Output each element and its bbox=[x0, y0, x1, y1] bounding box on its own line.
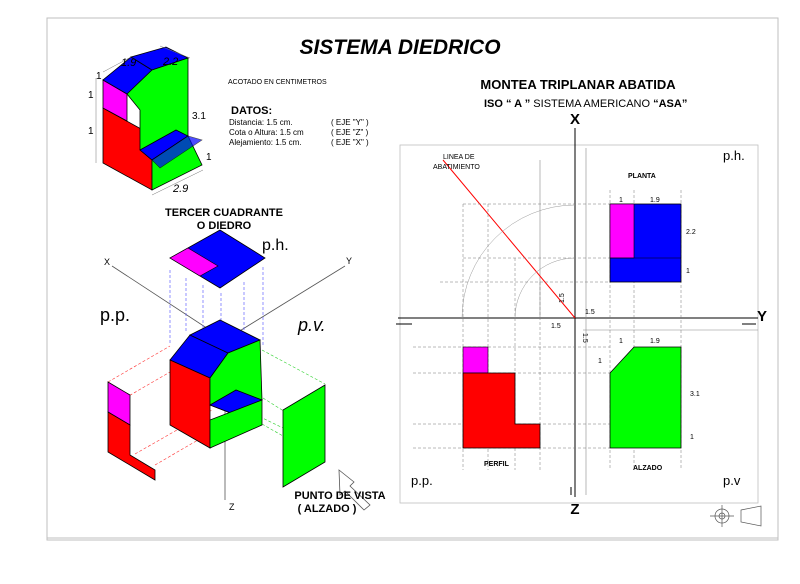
dim-bottom: 2.9 bbox=[172, 183, 188, 195]
punto-vista-2: ( ALZADO ) bbox=[298, 503, 357, 515]
sheet-border bbox=[46, 17, 779, 541]
ph-projection-blue bbox=[169, 229, 266, 289]
montea-ph: p.h. bbox=[723, 148, 745, 163]
perfil-magenta bbox=[462, 346, 489, 374]
offset-c: 1.5 bbox=[551, 323, 561, 330]
montea-axis-z: Z bbox=[570, 501, 579, 518]
linea-label-1: LINEA DE bbox=[443, 154, 475, 161]
planta-dim-h2: 1 bbox=[686, 268, 690, 275]
iso-model-dimensioned bbox=[95, 45, 204, 196]
linea-abatimiento bbox=[442, 159, 576, 319]
montea-axis-x: X bbox=[570, 111, 580, 128]
dim-left-3: 1 bbox=[88, 126, 94, 137]
dim-left-2: 1 bbox=[88, 90, 94, 101]
montea-pp: p.p. bbox=[411, 473, 433, 488]
planta-magenta bbox=[609, 203, 635, 259]
planta-dim-w2: 1.9 bbox=[650, 197, 660, 204]
dim-top: 1.9 bbox=[121, 57, 136, 69]
view-arrow-icon bbox=[338, 469, 371, 511]
axis-label-z-left: Z bbox=[229, 502, 235, 512]
quadrant-title-2: O DIEDRO bbox=[197, 220, 252, 232]
offset-b: 1.5 bbox=[585, 309, 595, 316]
alzado-dim-h1: 3.1 bbox=[690, 391, 700, 398]
datos-axis-1: ( EJE "Y" ) bbox=[331, 118, 369, 127]
montea-subtitle: ISO “ A ” SISTEMA AMERICANO “ASA” bbox=[484, 98, 687, 110]
dim-line-top-right bbox=[159, 45, 191, 59]
dim-left-1: 1 bbox=[96, 71, 102, 82]
perfil-red bbox=[462, 372, 541, 449]
abatimiento-arc-outer bbox=[461, 204, 576, 319]
label-pp-left: p.p. bbox=[100, 305, 130, 325]
dim-line-bottom bbox=[151, 169, 204, 196]
offset-a: 1.5 bbox=[559, 293, 566, 303]
quadrant-title-1: TERCER CUADRANTE bbox=[165, 207, 283, 219]
alzado-dim-w2: 1.9 bbox=[650, 338, 660, 345]
planta-dim-h1: 2.2 bbox=[686, 229, 696, 236]
alzado-dim-h2: 1 bbox=[690, 434, 694, 441]
punto-vista-1: PUNTO DE VISTA bbox=[294, 490, 385, 502]
linea-label-2: ABATIMIENTO bbox=[433, 164, 480, 171]
montea-frame bbox=[399, 144, 759, 504]
datos-axis-3: ( EJE "X" ) bbox=[331, 138, 369, 147]
montea-axis-ticks bbox=[396, 323, 756, 495]
montea-subtitle-iso: ISO “ A ” bbox=[484, 98, 530, 110]
label-pv-left: p.v. bbox=[297, 315, 326, 335]
first-angle-symbol-icon bbox=[710, 505, 762, 527]
ph-projection-magenta bbox=[169, 247, 219, 277]
pv-projection-green bbox=[282, 384, 326, 488]
montea-axis-y: Y bbox=[757, 308, 767, 325]
sheet-title: SISTEMA DIEDRICO bbox=[299, 36, 500, 59]
montea-subtitle-sistema: SISTEMA AMERICANO bbox=[530, 98, 653, 110]
alzado-dim-h0: 1 bbox=[598, 358, 602, 365]
perfil-label: PERFIL bbox=[484, 461, 510, 468]
axis-label-y-left: Y bbox=[346, 256, 352, 266]
montea-title: MONTEA TRIPLANAR ABATIDA bbox=[480, 77, 676, 92]
dim-line-top bbox=[102, 56, 132, 73]
datos-line-1: Distancia: 1.5 cm. bbox=[229, 118, 293, 127]
datos-axis-2: ( EJE "Z" ) bbox=[331, 128, 369, 137]
abatimiento-arc-inner bbox=[514, 257, 576, 319]
alzado-dim-w1: 1 bbox=[619, 338, 623, 345]
datos-line-2: Cota o Altura: 1.5 cm bbox=[229, 128, 304, 137]
planta-label: PLANTA bbox=[628, 173, 656, 180]
montea-subtitle-asa: “ASA” bbox=[653, 98, 687, 110]
axis-y-left bbox=[224, 265, 346, 341]
iso-step-top bbox=[151, 135, 203, 169]
montea-pv: p.v bbox=[723, 473, 741, 488]
dim-right-1: 1 bbox=[206, 152, 212, 163]
pp-projection-red bbox=[107, 411, 156, 481]
planta-dim-w1: 1 bbox=[619, 197, 623, 204]
alzado-label: ALZADO bbox=[633, 465, 663, 472]
solid-base-green bbox=[209, 399, 263, 449]
dim-top-right: 2.2 bbox=[162, 56, 178, 68]
axis-label-x-left: X bbox=[104, 257, 110, 267]
offset-d: 1.5 bbox=[581, 333, 588, 343]
datos-heading: DATOS: bbox=[231, 105, 272, 117]
dim-right-31: 3.1 bbox=[192, 111, 206, 122]
datos-line-3: Alejamiento: 1.5 cm. bbox=[229, 138, 301, 147]
acotado-note: ACOTADO EN CENTIMETROS bbox=[228, 79, 327, 86]
alzado-green bbox=[609, 346, 682, 449]
label-ph-left: p.h. bbox=[262, 237, 289, 254]
